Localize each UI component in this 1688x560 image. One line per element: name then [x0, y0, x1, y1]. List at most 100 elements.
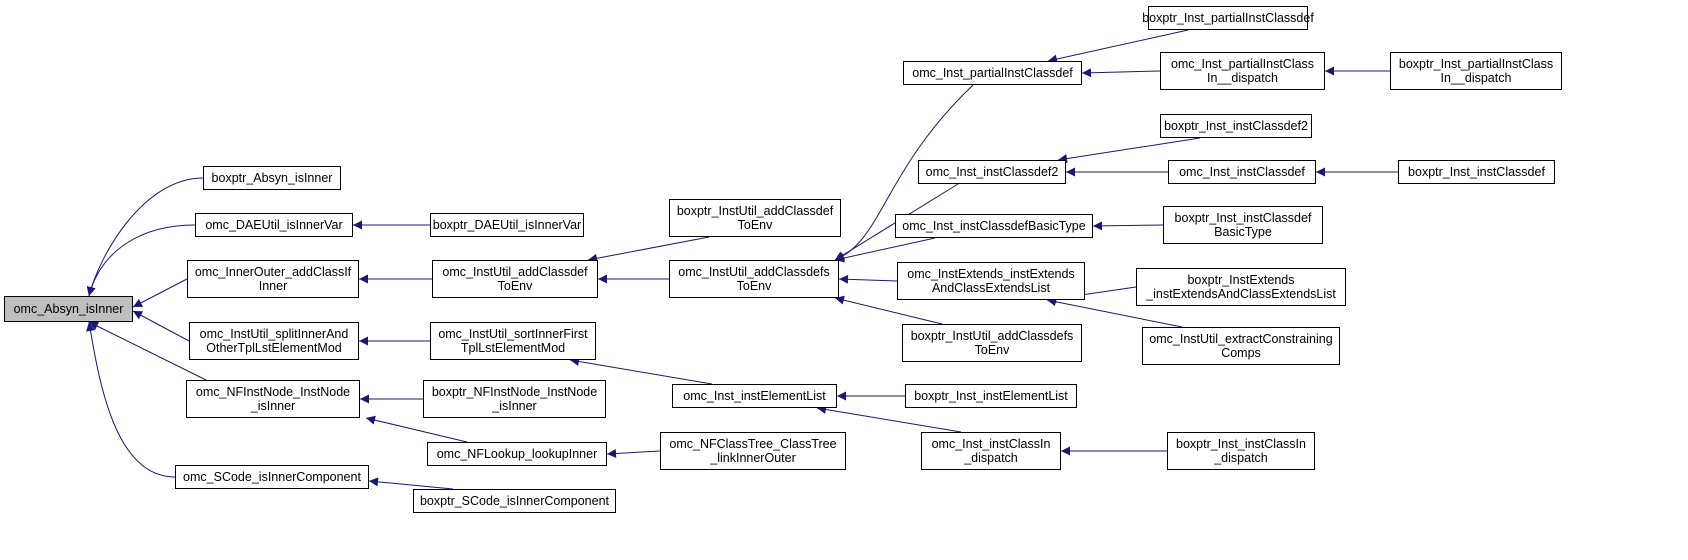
node-label-line: ToEnv [736, 279, 772, 293]
graph-node-n13[interactable]: boxptr_Inst_instClassdef2 [1160, 114, 1312, 138]
node-label-line: omc_NFLookup_lookupInner [436, 447, 598, 461]
node-label-line: omc_NFInstNode_InstNode [195, 385, 351, 399]
graph-node-n2[interactable]: omc_DAEUtil_isInnerVar [195, 213, 353, 237]
graph-node-root: omc_Absyn_isInner [4, 296, 133, 322]
node-label-line: BasicType [1214, 225, 1272, 239]
graph-node-n12[interactable]: omc_Inst_instClassdef2 [918, 160, 1066, 184]
node-label-line: omc_Inst_instClassdef2 [925, 165, 1059, 179]
node-label-line: AndClassExtendsList [931, 281, 1051, 295]
node-label-line: omc_DAEUtil_isInnerVar [205, 218, 343, 232]
graph-node-n25[interactable]: boxptr_Inst_instElementList [905, 384, 1077, 408]
node-label-line: _dispatch [964, 451, 1018, 465]
node-label-line: boxptr_Absyn_isInner [211, 171, 333, 185]
graph-node-n1[interactable]: boxptr_Absyn_isInner [203, 166, 341, 190]
node-label-line: omc_NFClassTree_ClassTree [669, 437, 837, 451]
node-label-line: ToEnv [737, 218, 773, 232]
node-label-line: omc_InstUtil_extractConstraining [1149, 332, 1333, 346]
graph-node-n33[interactable]: boxptr_SCode_isInnerComponent [413, 489, 616, 513]
node-label-line: ToEnv [497, 279, 533, 293]
node-label-line: boxptr_Inst_partialInstClass [1398, 57, 1554, 71]
node-label-line: omc_Inst_instClassIn [931, 437, 1051, 451]
node-label-line: boxptr_Inst_instClassdef [1174, 211, 1312, 225]
node-label-line: boxptr_Inst_partialInstClassdef [1142, 11, 1314, 25]
graph-node-n8[interactable]: omc_Inst_partialInstClassdef [903, 61, 1082, 85]
node-label-line: boxptr_InstExtends [1187, 273, 1295, 287]
graph-node-n32[interactable]: omc_SCode_isInnerComponent [175, 465, 369, 489]
graph-node-n3[interactable]: boxptr_DAEUtil_isInnerVar [430, 213, 584, 237]
graph-node-n14[interactable]: omc_Inst_instClassdef [1168, 160, 1316, 184]
edge-n28-to-root [88, 321, 207, 381]
node-label-line: omc_Inst_partialInstClassdef [912, 66, 1073, 80]
node-label-line: boxptr_SCode_isInnerComponent [419, 494, 609, 508]
edge-n10-to-n8 [1081, 68, 1161, 78]
node-label-line: TplLstElementMod [460, 341, 566, 355]
node-label-line: boxptr_Inst_instClassdef [1408, 165, 1545, 179]
edge-n32-to-root [86, 321, 176, 478]
edge-n4-to-root [132, 278, 188, 308]
edge-n33-to-n32 [368, 477, 454, 490]
graph-node-n29[interactable]: boxptr_NFInstNode_InstNode_isInner [423, 380, 606, 418]
node-label-line: In__dispatch [1440, 71, 1512, 85]
node-label-line: OtherTplLstElementMod [206, 341, 342, 355]
edge-n17-to-n16 [1092, 221, 1164, 231]
node-label-line: omc_InstUtil_addClassdef [442, 265, 588, 279]
edge-n26-to-n24 [816, 405, 962, 433]
node-label-line: _linkInnerOuter [710, 451, 796, 465]
node-label-line: boxptr_Inst_instClassIn [1176, 437, 1306, 451]
graph-node-n19[interactable]: boxptr_InstExtends_instExtendsAndClassEx… [1136, 268, 1346, 306]
node-label-line: boxptr_NFInstNode_InstNode [431, 385, 598, 399]
node-label-line: boxptr_Inst_instElementList [914, 389, 1068, 403]
edge-n20-to-n18 [1046, 297, 1183, 328]
edge-n6-to-n5 [587, 236, 710, 263]
edge-n13-to-n12 [1057, 137, 1201, 164]
node-label-line: In__dispatch [1207, 71, 1278, 85]
graph-node-n26[interactable]: omc_Inst_instClassIn_dispatch [921, 432, 1061, 470]
edge-n2-to-root [86, 224, 196, 297]
node-label-line: _dispatch [1214, 451, 1268, 465]
edge-n24-to-n23 [569, 357, 713, 385]
graph-node-n15[interactable]: boxptr_Inst_instClassdef [1398, 160, 1555, 184]
node-label-line: omc_Inst_partialInstClass [1170, 57, 1315, 71]
node-label-line: Comps [1221, 346, 1261, 360]
node-label-line: omc_InstExtends_instExtends [907, 267, 1075, 281]
edge-n31-to-n30 [606, 448, 661, 458]
node-label-line: omc_InstUtil_splitInnerAnd [199, 327, 349, 341]
graph-node-n30[interactable]: omc_NFLookup_lookupInner [427, 442, 607, 466]
edge-n1-to-root [86, 177, 204, 297]
node-label-line: omc_Inst_instClassdefBasicType [902, 219, 1086, 233]
graph-node-n9[interactable]: boxptr_Inst_partialInstClassdef [1142, 6, 1314, 30]
node-label-line: omc_Inst_instClassdef [1179, 165, 1305, 179]
edge-n18-to-n7 [838, 274, 898, 284]
node-label-line: boxptr_InstUtil_addClassdef [676, 204, 834, 218]
edge-n22-to-root [132, 310, 190, 342]
node-label-line: _isInner [250, 399, 296, 413]
node-label-line: boxptr_DAEUtil_isInnerVar [432, 218, 582, 232]
graph-node-n28[interactable]: omc_NFInstNode_InstNode_isInner [186, 380, 360, 418]
edge-n21-to-n7 [834, 295, 943, 325]
node-label-line: omc_Absyn_isInner [13, 302, 124, 316]
node-label-line: omc_InstUtil_sortInnerFirst [438, 327, 588, 341]
graph-node-n16[interactable]: omc_Inst_instClassdefBasicType [895, 214, 1093, 238]
node-label-line: _isInner [492, 399, 537, 413]
graph-node-n27[interactable]: boxptr_Inst_instClassIn_dispatch [1167, 432, 1315, 470]
node-label-line: boxptr_InstUtil_addClassdefs [910, 329, 1074, 343]
edge-n30-to-n28 [365, 415, 468, 443]
node-label-line: omc_InstUtil_addClassdefs [678, 265, 830, 279]
graph-node-n24[interactable]: omc_Inst_instElementList [672, 384, 837, 408]
graph-node-n31[interactable]: omc_NFClassTree_ClassTree_linkInnerOuter [660, 432, 846, 470]
node-label-line: omc_Inst_instElementList [683, 389, 826, 403]
node-label-line: ToEnv [974, 343, 1010, 357]
